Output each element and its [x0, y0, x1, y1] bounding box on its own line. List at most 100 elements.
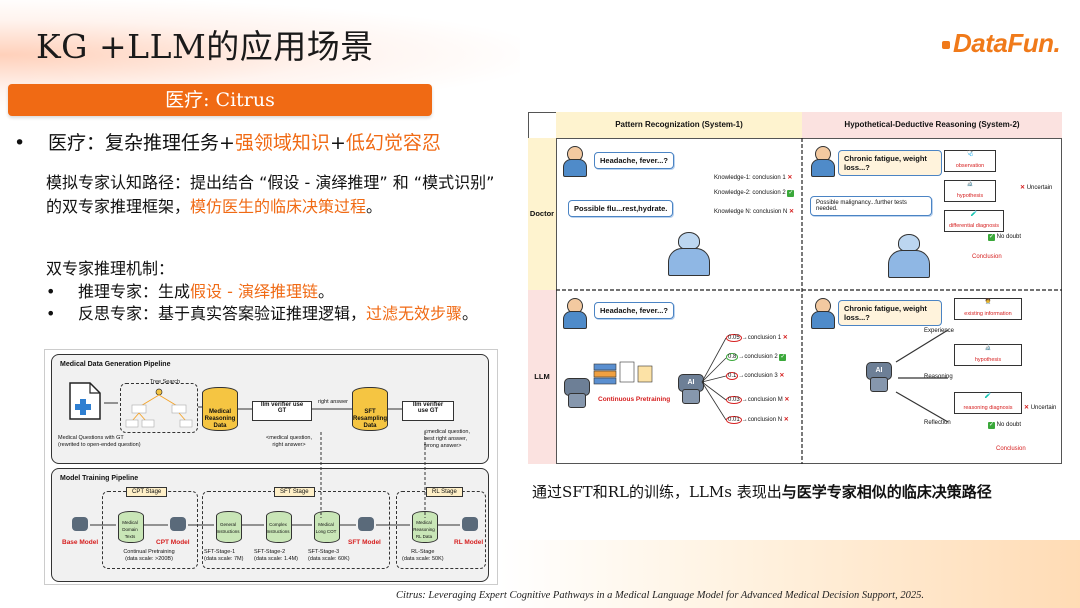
sft-model-robot-icon: [358, 517, 374, 531]
concl-1: conclusion 1: [747, 335, 782, 341]
prob-conclusion-3: 0.1→conclusion 3 ✕: [726, 372, 785, 380]
uncertain-label: ✕ Uncertain: [1020, 184, 1052, 191]
no-doubt-text: No doubt: [996, 234, 1022, 240]
ai-robot-icon: AI: [864, 362, 892, 392]
mr-data-label: Medical Reasoning Data: [204, 409, 236, 429]
doctor-icon: [888, 234, 930, 278]
bullet-plus: +: [329, 132, 346, 154]
complex-instructions-cylinder: [266, 511, 292, 543]
conclusion-label: Conclusion: [972, 254, 1002, 260]
sub-suffix: 。: [462, 304, 479, 323]
knowledge-2-text: Knowledge-2: conclusion 2: [714, 190, 786, 196]
prob-conclusion-2: 0.8→conclusion 2 ✓: [726, 353, 787, 361]
doctor-s2-question: Chronic fatigue, weight loss...?: [838, 150, 942, 176]
concl-2: conclusion 2: [744, 354, 778, 360]
prob-m: 0.03: [726, 396, 742, 404]
figure-grid-lines: [556, 138, 1062, 464]
no-doubt-label: ✓ No doubt: [988, 234, 1021, 241]
hypothesis-label: hypothesis: [956, 193, 984, 199]
prob-1: 0.05: [726, 334, 742, 342]
concl-3: conclusion 3: [744, 373, 778, 379]
existing-info-box: 🧑‍⚕️existing information: [954, 298, 1022, 320]
llm-conclusion-text: Conclusion: [996, 446, 1026, 452]
cont-pretrain-label: Continuous Pretraining: [598, 396, 671, 403]
llm-no-doubt-label: ✓ No doubt: [988, 422, 1021, 429]
medical-document-icon: [69, 382, 101, 420]
patient-icon: [562, 146, 587, 177]
knowledge-1: Knowledge-1: conclusion 1 ✕: [714, 174, 792, 181]
knowledge-n-text: Knowledge N: conclusion N: [714, 209, 788, 215]
gen-flow-arrows: [104, 402, 402, 410]
para-text: 模拟专家认知路径：提出结合 “假设 - 演绎推理” 和 “模式识别” 的双专家推…: [46, 173, 495, 216]
llm-conclusion-label: Conclusion: [996, 446, 1026, 452]
tree-search-box: [120, 383, 198, 433]
cpt-stage-label: CPT Stage: [126, 487, 168, 497]
rl-model-label: RL Model: [454, 539, 484, 546]
rl-data-cylinder: [412, 511, 438, 543]
base-model-robot-icon: [72, 517, 88, 531]
sft2-caption: SFT-Stage-2 (data scale: 1.4M): [254, 549, 299, 562]
x-icon: ✕: [784, 397, 790, 403]
main-bullet: •医疗：复杂推理任务+强领域知识+低幻觉容忍: [14, 130, 514, 156]
datafun-logo: DataFun.: [942, 28, 1061, 59]
existing-info-label: existing information: [964, 311, 1012, 317]
concl-m: conclusion M: [747, 397, 783, 403]
section-banner: 医疗: Citrus: [8, 84, 432, 116]
cpt-model-robot-icon: [170, 517, 186, 531]
figure-caption: 通过SFT和RL的训练，LLMs 表现出与医学专家相似的临床决策路径: [532, 481, 992, 502]
observation-box: 🩺observation: [944, 150, 996, 172]
pipeline-figure: Medical Data Generation Pipeline Medical…: [44, 349, 498, 585]
x-icon: ✕: [782, 335, 788, 341]
tree-search-diagram: [125, 388, 193, 428]
caption-prefix: 通过SFT和RL的训练，LLMs 表现出: [532, 483, 782, 501]
prob-n: 0.01: [726, 416, 742, 424]
logo-mark-icon: [942, 41, 950, 50]
sub-bullet-marker: •: [46, 304, 56, 323]
right-answer-label: right answer: [318, 399, 348, 405]
cross-panel-dashed-arrows: [320, 432, 426, 518]
sft-resampling-data-cylinder: [352, 387, 388, 431]
llm-no-doubt-text: No doubt: [996, 422, 1022, 428]
llm-hypothesis-label: hypothesis: [974, 357, 1002, 363]
llm-uncertain-label: ✕ Uncertain: [1024, 404, 1056, 411]
rl-caption: RL-Stage (data scale: 50K): [402, 549, 444, 562]
background-glow-bottom: [500, 540, 1080, 608]
caption-bold: 与医学专家相似的临床决策路径: [781, 483, 992, 501]
x-icon: ✕: [783, 417, 789, 423]
logo-text: DataFun.: [953, 28, 1061, 58]
mq-right-label: <medical question, right answer>: [266, 435, 313, 448]
doctor-s1-question: Headache, fever...?: [594, 152, 674, 169]
sub-item-reasoning-expert: •推理专家：生成假设 - 演绎推理链。: [46, 281, 496, 303]
bullet-prefix: 医疗：复杂推理任务+: [48, 132, 235, 154]
row-label-llm: LLM: [528, 290, 557, 464]
cpt-caption: Continual Pretraining (data scale: >200B…: [123, 549, 175, 562]
sft-data-label: SFT Resampling Data: [352, 409, 387, 429]
check-icon: ✓: [787, 190, 795, 197]
ai-robot-icon: AI: [676, 374, 704, 404]
experience-label: Experience: [924, 328, 955, 334]
medical-reasoning-data-cylinder: [202, 387, 238, 431]
sub-bullet-marker: •: [46, 282, 56, 301]
model-training-panel: Model Training Pipeline CPT Stage SFT St…: [51, 468, 489, 582]
hypothesis-box: 🔬hypothesis: [944, 180, 996, 202]
llm-s2-arrows: [895, 329, 949, 423]
conclusion-text: Conclusion: [972, 254, 1002, 260]
slide-title: KG +LLM的应用场景: [36, 27, 374, 66]
long-cot-cylinder: [314, 511, 340, 543]
x-icon: ✕: [789, 209, 795, 215]
col-header-system2: Hypothetical-Deductive Reasoning (System…: [802, 112, 1062, 139]
para-end: 。: [366, 197, 383, 216]
doctor-s1-answer: Possible flu...rest,hydrate.: [568, 200, 674, 217]
llm-uncertain-text: Uncertain: [1030, 405, 1057, 411]
train-pipeline-title: Model Training Pipeline: [60, 475, 139, 482]
x-icon: ✕: [787, 175, 793, 181]
differential-box: 🧪differential diagnosis: [944, 210, 1004, 232]
cyl-domain-label: Medical Domain Texts: [122, 520, 138, 539]
cognitive-path-paragraph: 模拟专家认知路径：提出结合 “假设 - 演绎推理” 和 “模式识别” 的双专家推…: [46, 171, 496, 219]
cyl-rl-label: Medical Reasoning RL Data: [413, 520, 435, 539]
doctor-s2-answer: Possible malignancy...further tests need…: [810, 196, 932, 216]
reasoning-label: Reasoning: [924, 374, 953, 380]
llm-s2-question: Chronic fatigue, weight loss...?: [838, 300, 942, 326]
books-icon: [593, 361, 653, 385]
patient-icon: [810, 298, 835, 329]
